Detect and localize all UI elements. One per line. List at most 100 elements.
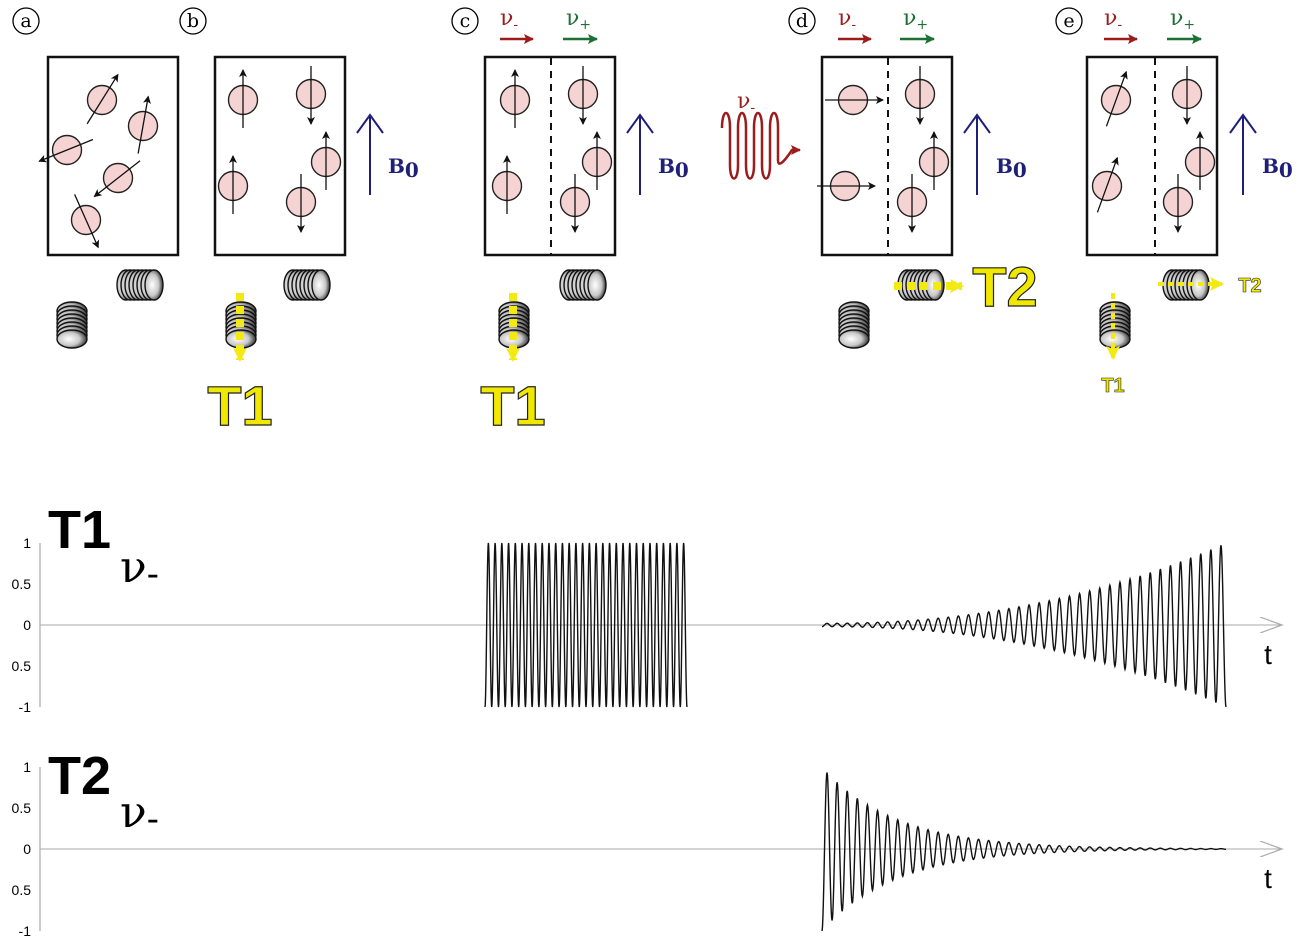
spin-particle [499,69,531,128]
spin-particle [93,160,141,198]
rf-pulse: ν- [720,89,801,180]
t1-label-b: T1 [207,374,272,437]
t1-chart: T1 ν- t 1 0.5 0 0.5 -1 [12,500,1282,715]
spin-arrow [1105,70,1128,127]
relaxation-markers: T1 T1 T2 T1 T2 [207,254,1262,437]
spin-particle [1091,156,1123,213]
spin-arrow [38,138,94,163]
spin-arrow [93,160,141,198]
box-c [483,55,617,257]
detector-coils [56,269,1210,349]
nu-minus-label-d: ν- [838,6,856,33]
y-tick-label: -1 [19,923,32,939]
panel-label-c: c [451,7,479,35]
spin-particles [38,66,1216,249]
rf-pulse-label: ν- [737,89,755,116]
t1-label-e: T1 [1101,375,1124,397]
spin-particle [559,174,591,233]
trace-segment [821,545,1227,708]
sample-boxes [46,55,1219,257]
box-b [213,55,347,257]
coil-icon [283,269,331,301]
field-label-e: B0 [1262,154,1293,182]
spin-particle [86,73,119,125]
y-tick-label: 1 [23,759,31,775]
spin-particle [567,66,599,125]
spin-particle [825,84,884,116]
trace-segment [484,542,688,708]
field-label-b: B0 [388,154,419,182]
box-a [46,55,180,257]
coil-icon [116,269,164,301]
t2-label-d: T2 [972,255,1037,318]
y-tick-label: 0.5 [12,658,32,674]
nu-plus-label-c: ν+ [566,6,591,33]
panel-label-b: b [179,7,207,35]
spin-particle [1184,131,1216,190]
nu-minus-label-c: ν- [500,6,518,33]
t1-chart-title: T1 [48,500,111,560]
t2-chart: T2 ν- t 10.500.5-1 [12,746,1282,939]
coil-icon [838,301,870,349]
spin-arrow [1096,156,1119,213]
coil-icon [559,269,607,301]
t2-x-label: t [1264,863,1272,894]
frequency-labels: ν- ν+ ν- ν+ ν- ν+ [500,6,1202,44]
spin-arrow [86,73,119,125]
field-arrow-d: B0 [963,113,1027,195]
t2-trace [821,772,1227,932]
trace-segment [821,772,1227,932]
y-tick-label: 0.5 [12,882,32,898]
spin-particle [127,95,159,154]
spin-particle [1100,70,1132,127]
t2-chart-title: T2 [48,746,111,806]
spin-particle [904,66,936,125]
panel-label-b-text: b [187,10,199,32]
spin-particle [38,134,94,166]
panel-label-a-text: a [20,10,31,32]
spin-particle [817,170,876,202]
spin-particle [896,174,928,233]
t1-y-ticks: 1 0.5 0 0.5 -1 [12,535,1282,715]
t2-chart-title-sub: ν- [120,787,159,840]
t1-x-label: t [1264,639,1272,670]
y-tick-label: 0 [23,617,31,633]
spin-particle [918,131,950,190]
field-label-c: B0 [658,154,689,182]
spin-particle [581,131,613,190]
nu-plus-label-e: ν+ [1170,6,1195,33]
spin-particle [491,155,523,214]
field-arrow-c: B0 [626,113,689,195]
t2-label-e: T2 [1238,275,1261,297]
spin-particle [70,194,102,249]
panel-labels: a b c d e [12,7,1083,35]
box-e [1085,55,1219,257]
y-tick-label: 0.5 [12,576,32,592]
t1-chart-title-sub: ν- [120,542,159,595]
spin-particle [1171,66,1203,125]
panel-label-c-text: c [460,10,471,32]
panel-label-d-text: d [796,10,808,32]
spin-particle [295,66,327,125]
spin-arrow [137,95,151,154]
y-tick-label: -1 [19,699,32,715]
box-d [820,55,954,257]
spin-particle [310,131,342,190]
spin-particle [285,174,317,233]
nu-plus-label-d: ν+ [903,6,928,33]
spin-arrow [74,194,100,249]
coil-icon [56,301,88,349]
t1-label-c: T1 [480,374,545,437]
spin-particle [1162,174,1194,233]
panel-label-e-text: e [1063,10,1074,32]
t1-trace [484,542,1227,708]
nu-minus-label-e: ν- [1104,6,1122,33]
y-tick-label: 1 [23,535,31,551]
spin-particle [227,69,259,128]
field-arrows: B0 B0 B0 B0 [356,113,1293,195]
y-tick-label: 0.5 [12,800,32,816]
panel-label-d: d [788,7,816,35]
rf-pulse-wave [720,111,801,180]
